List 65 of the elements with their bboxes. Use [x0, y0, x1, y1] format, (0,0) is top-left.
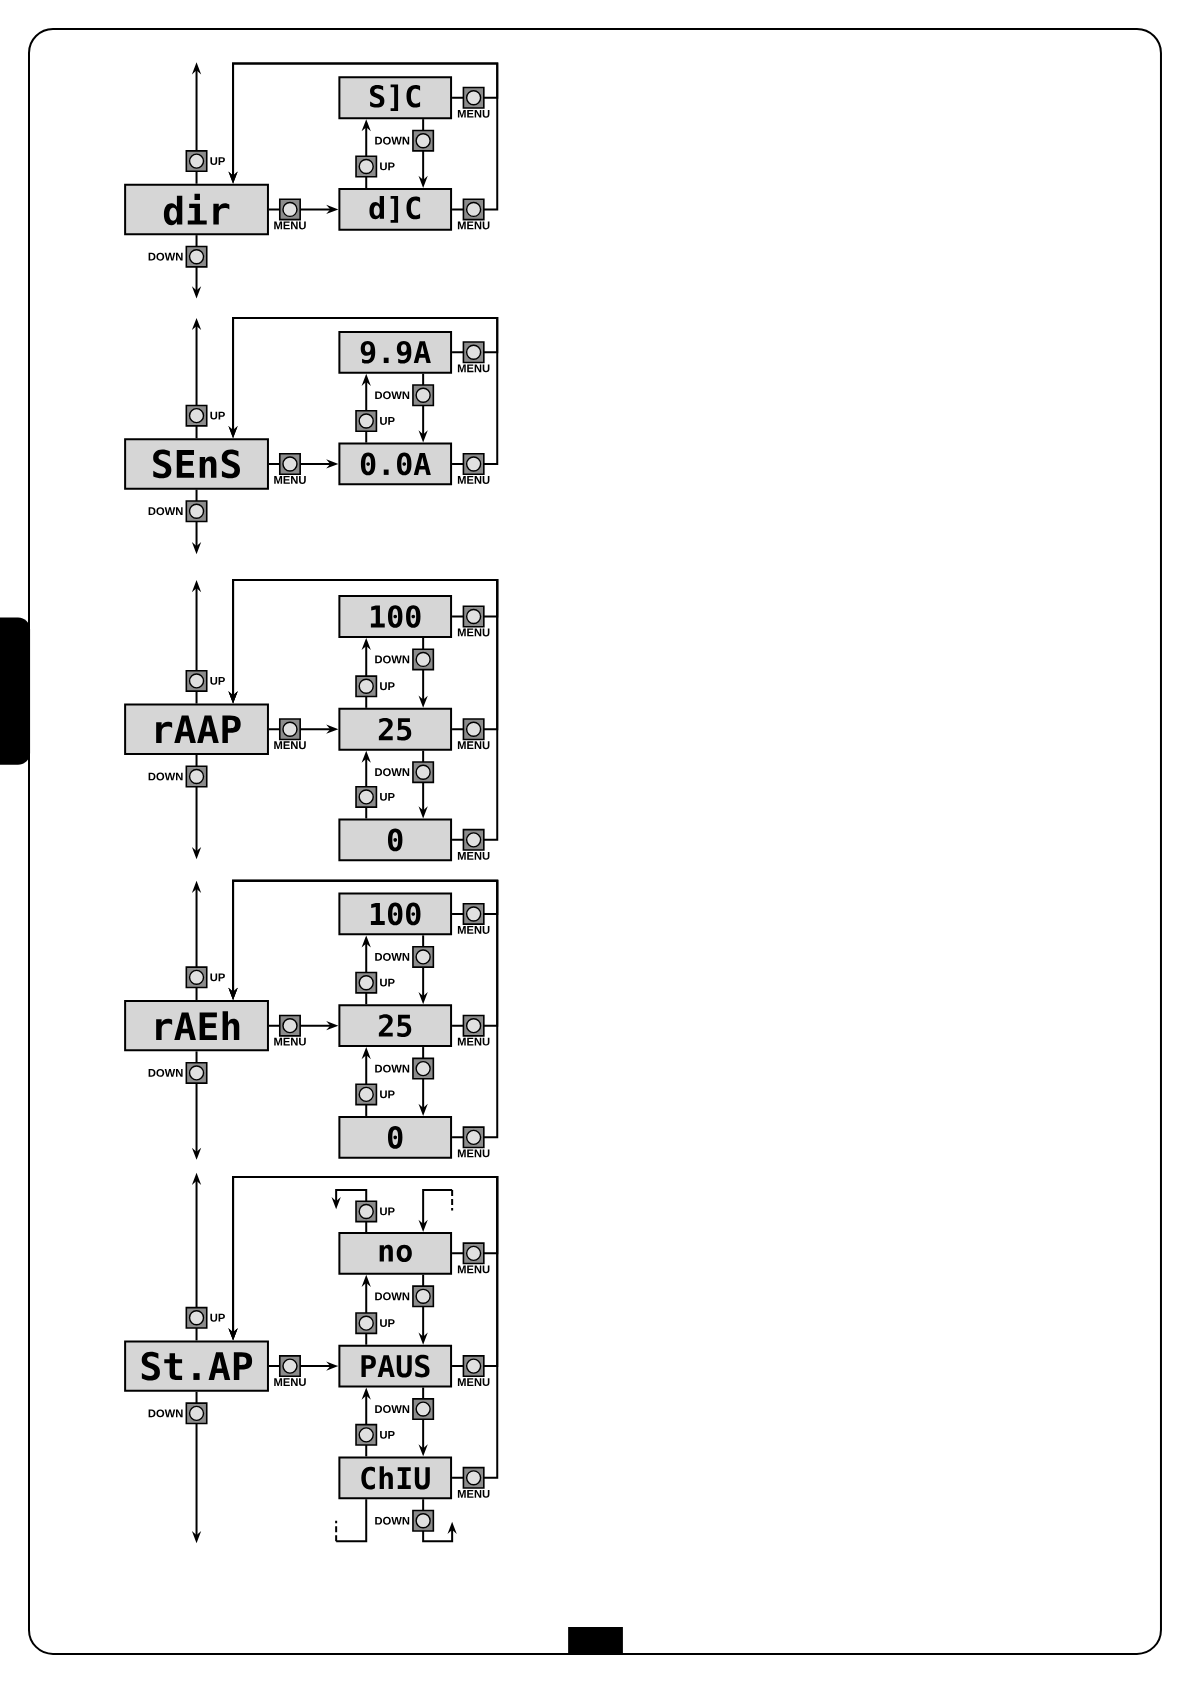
edge-label: DOWN	[375, 391, 410, 400]
display-box: S]C	[338, 76, 453, 120]
edge-label: MENU	[457, 926, 490, 934]
edge-label: UP	[380, 1207, 395, 1216]
edge-label: MENU	[274, 741, 306, 750]
display-box: 0.0A	[338, 442, 453, 486]
edge-label: UP	[380, 1319, 395, 1328]
edge-label: UP	[210, 677, 225, 685]
connector-line	[335, 1498, 368, 1543]
display-box: dir	[124, 183, 269, 236]
edge-label: MENU	[457, 1489, 490, 1498]
display-box: 100	[338, 892, 453, 936]
edge-label: UP	[380, 162, 395, 171]
edge-label: MENU	[274, 476, 306, 484]
edge-label: MENU	[457, 628, 490, 637]
edge-label: DOWN	[375, 1405, 410, 1413]
edge-label: DOWN	[375, 1064, 410, 1073]
edge-label: MENU	[457, 1037, 490, 1046]
edge-label: DOWN	[148, 252, 183, 261]
display-box: 0	[338, 818, 453, 862]
edge-label: DOWN	[148, 507, 183, 516]
edge-label: DOWN	[375, 768, 410, 777]
display-box: 100	[338, 595, 453, 638]
display-box: 0	[338, 1115, 453, 1159]
edge-label: DOWN	[375, 1292, 410, 1301]
display-box: PAUS	[338, 1344, 453, 1388]
edge-label: MENU	[274, 221, 306, 230]
edge-label: UP	[210, 157, 225, 165]
display-box: SEnS	[124, 438, 269, 490]
edge-label: DOWN	[148, 772, 183, 781]
edge-label: DOWN	[148, 1068, 183, 1077]
display-box: 25	[338, 707, 453, 751]
display-box: rAEh	[124, 999, 269, 1052]
edge-label: MENU	[457, 852, 490, 860]
edge-label: UP	[380, 1430, 395, 1439]
edge-label: UP	[380, 1090, 395, 1099]
edge-label: MENU	[457, 1149, 490, 1158]
edge-label: MENU	[457, 476, 490, 484]
edge-label: UP	[210, 973, 225, 982]
edge-label: UP	[380, 417, 395, 425]
display-box: no	[338, 1231, 453, 1275]
display-box: rAAP	[124, 703, 269, 755]
display-box: 9.9A	[338, 330, 453, 374]
edge-label: DOWN	[375, 1516, 410, 1525]
edge-label: UP	[380, 793, 395, 801]
edge-label: DOWN	[148, 1409, 183, 1418]
edge-label: UP	[210, 411, 225, 420]
edge-label: MENU	[457, 741, 490, 750]
edge-label: MENU	[274, 1378, 306, 1387]
edge-label: MENU	[457, 364, 490, 373]
display-box: d]C	[338, 188, 453, 231]
edge-label: DOWN	[375, 952, 410, 961]
edge-label: UP	[210, 1313, 225, 1322]
edge-label: DOWN	[375, 136, 410, 145]
edge-label: DOWN	[375, 655, 410, 664]
display-box: ChIU	[338, 1456, 453, 1500]
edge-label: UP	[380, 682, 395, 691]
edge-label: MENU	[457, 109, 490, 118]
edge-label: UP	[380, 978, 395, 987]
display-box: St.AP	[124, 1340, 269, 1392]
edge-label: MENU	[274, 1037, 306, 1046]
edge-label: MENU	[457, 221, 490, 230]
edge-label: MENU	[457, 1378, 490, 1387]
edge-label: MENU	[457, 1265, 490, 1274]
display-box: 25	[338, 1004, 453, 1048]
